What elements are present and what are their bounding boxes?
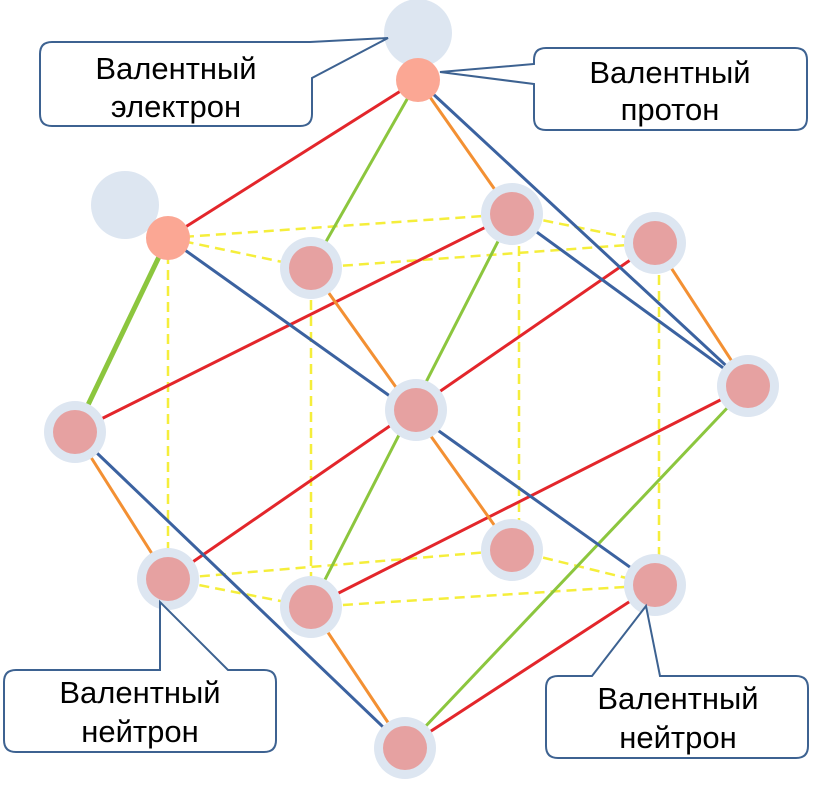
callout-valence-proton-line2: протон bbox=[621, 92, 720, 127]
red-bond bbox=[404, 583, 656, 750]
valence-node bbox=[146, 216, 190, 260]
callout-valence-electron: Валентный электрон bbox=[39, 37, 389, 127]
valence-electron-orbital bbox=[384, 0, 452, 67]
red-bond bbox=[167, 78, 419, 240]
green-bond bbox=[309, 79, 420, 269]
dashed-line bbox=[167, 212, 513, 240]
nucleon-node bbox=[383, 726, 427, 770]
nucleon-node bbox=[490, 192, 534, 236]
callout-valence-neutron-right-box bbox=[545, 603, 809, 759]
callout-valence-proton-line1: Валентный bbox=[589, 55, 750, 90]
dashed-line bbox=[167, 548, 513, 581]
red-bond bbox=[74, 212, 513, 434]
callout-valence-neutron-right-line2: нейтрон bbox=[619, 720, 736, 755]
nucleon-node bbox=[633, 221, 677, 265]
callout-valence-proton: Валентный протон bbox=[439, 47, 808, 131]
callout-valence-proton-box bbox=[439, 47, 808, 131]
callout-valence-electron-line1: Валентный bbox=[95, 51, 256, 86]
callout-valence-electron-line2: электрон bbox=[111, 89, 241, 124]
callout-valence-neutron-left-line2: нейтрон bbox=[81, 714, 198, 749]
blue-bond bbox=[416, 78, 750, 388]
nucleon-node bbox=[53, 410, 97, 454]
valence-neutron-node bbox=[633, 563, 677, 607]
dashed-line bbox=[310, 583, 656, 609]
nucleon-node bbox=[394, 388, 438, 432]
callout-valence-neutron-left-line1: Валентный bbox=[59, 675, 220, 710]
callout-valence-neutron-right-line1: Валентный bbox=[597, 681, 758, 716]
green-bond bbox=[72, 236, 171, 434]
green-bond bbox=[403, 384, 750, 750]
callout-valence-neutron-left: Валентный нейтрон bbox=[3, 599, 277, 753]
nucleons bbox=[53, 58, 770, 770]
nucleon-node bbox=[490, 528, 534, 572]
nucleon-node bbox=[289, 246, 333, 290]
callout-valence-neutron-right: Валентный нейтрон bbox=[545, 603, 809, 759]
valence-electron-orbital bbox=[91, 171, 159, 239]
callout-valence-neutron-left-box bbox=[3, 599, 277, 753]
nucleon-node bbox=[289, 585, 333, 629]
nucleon-node bbox=[726, 364, 770, 408]
blue-bond bbox=[73, 430, 407, 750]
callout-valence-electron-box bbox=[39, 37, 389, 127]
blue-bond bbox=[511, 212, 749, 388]
valence-proton-node bbox=[396, 58, 440, 102]
dashed-line bbox=[310, 241, 656, 270]
valence-neutron-node bbox=[146, 557, 190, 601]
